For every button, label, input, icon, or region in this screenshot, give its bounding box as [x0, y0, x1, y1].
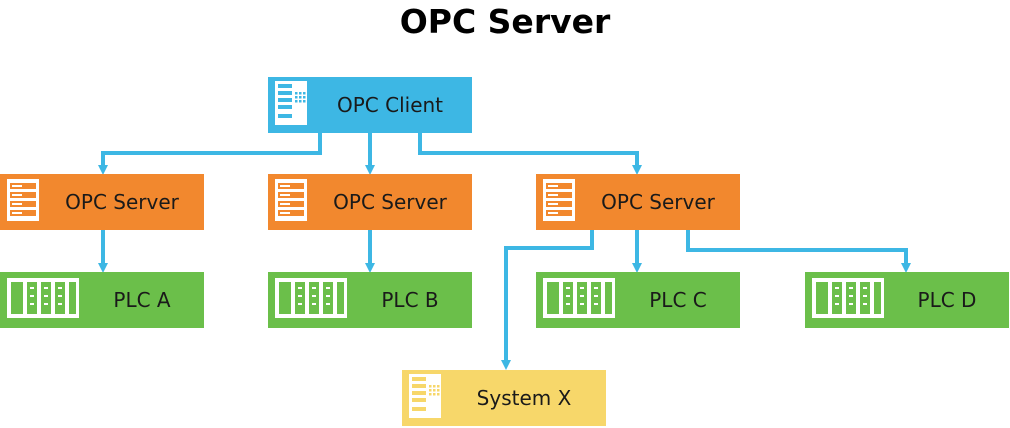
plc-modules-icon — [542, 277, 616, 324]
server-rack-icon — [542, 178, 576, 227]
node-label: PLC D — [917, 288, 977, 312]
plc-b-node: PLC B — [268, 272, 472, 328]
plc-a-node: PLC A — [0, 272, 204, 328]
node-label: System X — [476, 386, 572, 410]
node-label: PLC A — [113, 288, 171, 312]
diagram-title: OPC Server — [399, 2, 611, 41]
terminal-icon — [274, 80, 308, 131]
node-label: OPC Server — [601, 190, 715, 214]
edge-client-server1 — [98, 133, 322, 175]
node-label: PLC C — [649, 288, 707, 312]
plc-modules-icon — [811, 277, 885, 324]
node-label: OPC Client — [336, 93, 444, 117]
opc-client-node: OPC Client — [268, 77, 472, 133]
system-x-node: System X — [402, 370, 606, 426]
plc-modules-icon — [274, 277, 348, 324]
terminal-icon — [408, 373, 442, 424]
plc-d-node: PLC D — [805, 272, 1009, 328]
plc-modules-icon — [6, 277, 80, 324]
plc-c-node: PLC C — [536, 272, 740, 328]
node-label: OPC Server — [333, 190, 447, 214]
opc-server-node-1: OPC Server — [0, 174, 204, 230]
opc-server-node-3: OPC Server — [536, 174, 740, 230]
node-label: PLC B — [381, 288, 439, 312]
server-rack-icon — [6, 178, 40, 227]
edge-server3-plcd — [686, 230, 911, 273]
node-label: OPC Server — [65, 190, 179, 214]
edge-server3-systemx — [501, 230, 594, 370]
server-rack-icon — [274, 178, 308, 227]
edge-client-server3 — [418, 133, 642, 175]
opc-server-node-2: OPC Server — [268, 174, 472, 230]
